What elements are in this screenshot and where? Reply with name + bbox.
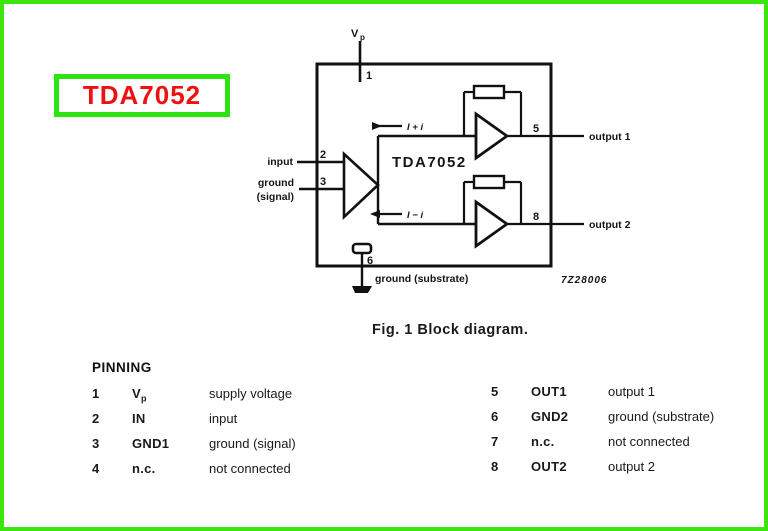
- pin2-number: 2: [320, 149, 326, 161]
- amp1-feedback: [462, 84, 523, 136]
- pin-symbol: Vp: [132, 386, 147, 404]
- pinning-row-1: 1 Vp supply voltage: [92, 386, 292, 404]
- pin-description: output 2: [608, 459, 655, 474]
- chip-outline: [315, 62, 553, 268]
- pin-description: output 1: [608, 384, 655, 399]
- pin5-number: 5: [533, 123, 539, 135]
- amp2-feedback: [462, 174, 523, 224]
- output1-label: output 1: [589, 131, 631, 143]
- pinning-row-2: 2 IN input: [92, 411, 237, 429]
- part-number-box: TDA7052: [54, 74, 230, 117]
- pin-description: not connected: [209, 461, 291, 476]
- amp1-triangle: [474, 111, 510, 161]
- pin-number: 6: [491, 409, 499, 424]
- pinning-row-8: 8 OUT2 output 2: [491, 459, 655, 477]
- block-diagram: V p 1 input ground (signal) 2 3 TDA7052 …: [257, 28, 631, 293]
- input-label: input: [267, 156, 293, 168]
- pin-number: 5: [491, 384, 499, 399]
- pin-number: 2: [92, 411, 100, 426]
- part-number-label: TDA7052: [82, 80, 202, 110]
- vp-label: V: [351, 28, 359, 40]
- pin-description: ground (signal): [209, 436, 296, 451]
- pin-description: supply voltage: [209, 386, 293, 401]
- output2-label: output 2: [589, 219, 631, 231]
- pin-description: ground (substrate): [608, 409, 715, 424]
- pin-symbol: n.c.: [132, 461, 156, 476]
- pin-symbol: IN: [132, 411, 146, 426]
- pin-description: not connected: [608, 434, 690, 449]
- current-top-label: I + i: [407, 122, 423, 133]
- pinning-row-5: 5 OUT1 output 1: [491, 384, 655, 402]
- current-arrow-bottom: [370, 210, 402, 218]
- pin-symbol: OUT1: [531, 384, 567, 399]
- pinning-row-4: 4 n.c. not connected: [92, 461, 291, 479]
- pin-symbol: GND2: [531, 409, 569, 424]
- current-arrow-top: [372, 122, 402, 130]
- pinning-row-3: 3 GND1 ground (signal): [92, 436, 296, 454]
- pin6-number: 6: [367, 255, 373, 267]
- pinning-row-6: 6 GND2 ground (substrate): [491, 409, 714, 427]
- pin1-number: 1: [366, 70, 372, 82]
- current-bottom-label: I − i: [407, 210, 423, 221]
- ground-substrate-label: ground (substrate): [375, 273, 468, 285]
- pin-number: 7: [491, 434, 499, 449]
- ground-symbol: [352, 286, 372, 293]
- pin-description: input: [209, 411, 238, 426]
- pin-symbol: OUT2: [531, 459, 567, 474]
- pin6-pad: [351, 242, 373, 255]
- amp1-resistor: [472, 84, 506, 100]
- input-amp-triangle: [342, 151, 380, 221]
- pin-number: 4: [92, 461, 100, 476]
- ground-signal-label-1: ground: [258, 177, 294, 189]
- pin8-number: 8: [533, 211, 539, 223]
- drawing-code: 7Z28006: [561, 275, 607, 286]
- amp2-triangle: [474, 199, 510, 249]
- pin-number: 8: [491, 459, 499, 474]
- pin-symbol: GND1: [132, 436, 170, 451]
- pin-number: 1: [92, 386, 100, 401]
- pin-number: 3: [92, 436, 100, 451]
- ground-signal-label-2: (signal): [257, 191, 294, 203]
- figure-caption: Fig. 1 Block diagram.: [372, 322, 529, 338]
- pinning-title: PINNING: [92, 360, 152, 375]
- pinning-row-7: 7 n.c. not connected: [491, 434, 690, 452]
- vp-label-sub: p: [360, 33, 365, 42]
- amp2-resistor: [472, 174, 506, 190]
- pin-symbol: n.c.: [531, 434, 555, 449]
- chip-name-label: TDA7052: [392, 154, 467, 171]
- pin3-number: 3: [320, 176, 326, 188]
